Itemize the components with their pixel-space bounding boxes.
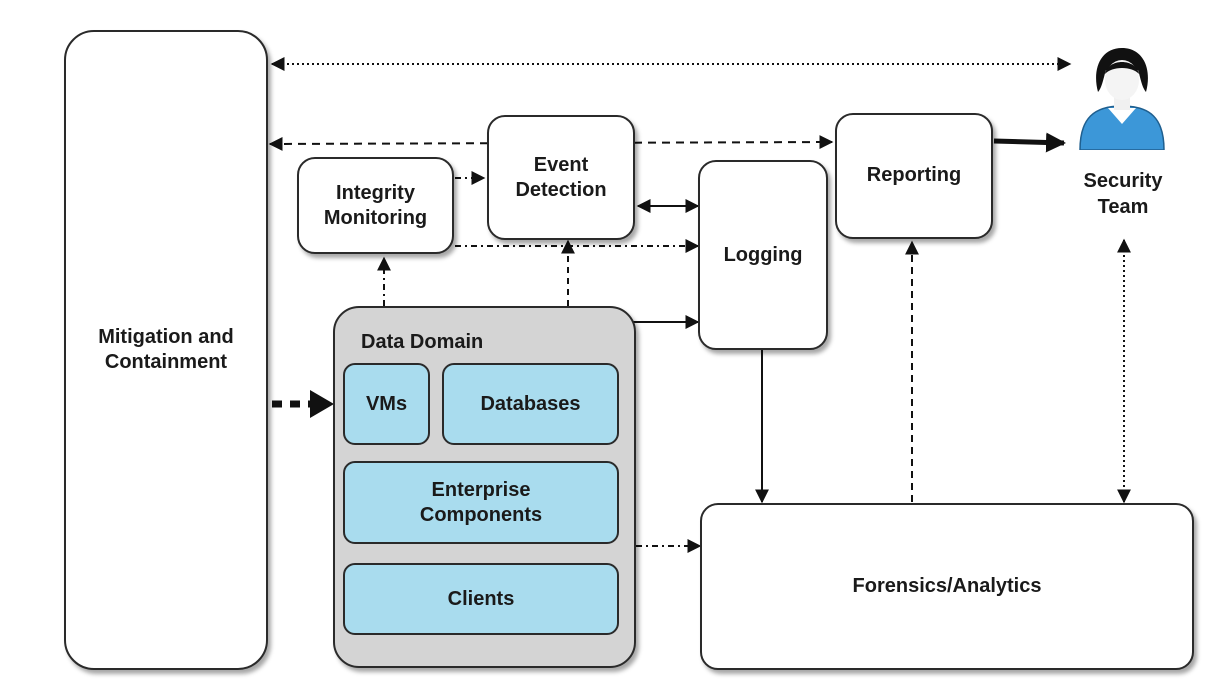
enterprise-components-box: Enterprise Components [343,461,619,544]
databases-box: Databases [442,363,619,445]
reporting-box: Reporting [835,113,993,239]
vms-box: VMs [343,363,430,445]
clients-box: Clients [343,563,619,635]
connector-reporting-security-team [993,132,1066,153]
event-detection-label: Event Detection [515,153,607,201]
logging-label: Logging [723,243,803,266]
person-icon [1079,48,1165,150]
forensics-analytics-label: Forensics/Analytics [852,575,1042,597]
mitigation-containment-box: Mitigation and Containment [64,30,268,670]
event-detection-box: Event Detection [487,115,635,240]
vms-label: VMs [365,392,408,415]
enterprise-components-label: Enterprise Components [419,478,543,526]
logging-box: Logging [698,160,828,350]
integrity-monitoring-label: Integrity Monitoring [323,181,428,229]
mitigation-containment-label: Mitigation and Containment [98,326,234,373]
forensics-analytics-box: Forensics/Analytics [700,503,1194,670]
data-domain-title: Data Domain [361,331,484,353]
clients-label: Clients [447,587,515,610]
security-team-label: Security Team [1083,170,1163,218]
connector-mitigation-domain-arrowhead [310,390,334,418]
reporting-label: Reporting [866,164,962,186]
integrity-monitoring-box: Integrity Monitoring [297,157,454,254]
databases-label: Databases [480,392,581,415]
